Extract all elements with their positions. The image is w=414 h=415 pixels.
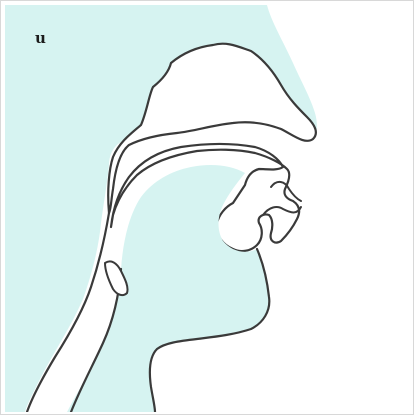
vowel-label: u xyxy=(35,31,46,46)
sagittal-vocal-tract-diagram xyxy=(5,5,411,412)
